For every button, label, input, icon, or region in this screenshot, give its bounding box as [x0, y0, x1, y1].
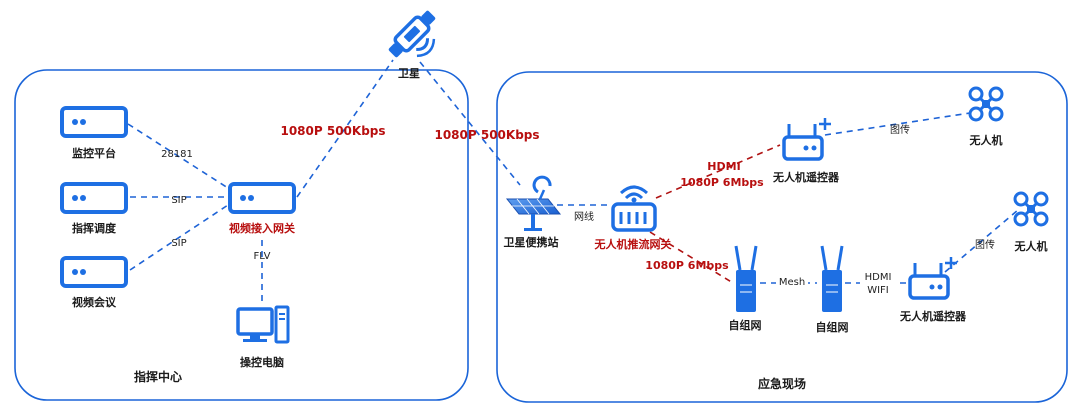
solar-panel-icon: [505, 175, 562, 231]
video-conference-node[interactable]: 视频会议: [60, 256, 128, 309]
video-link-top-label: 图传: [890, 124, 910, 136]
mesh-a-node[interactable]: 自组网: [729, 245, 762, 332]
uav-top-label: 无人机: [969, 133, 1003, 147]
dispatch-proto-label: SIP: [171, 195, 186, 206]
hdmi-bottom-label: HDMI: [865, 272, 892, 283]
drone-icon: [968, 86, 1004, 122]
hdmi-top-label: HDMI: [707, 160, 740, 173]
link-satellite-station: [419, 61, 521, 186]
satellite-station-node[interactable]: 卫星便携站: [504, 175, 562, 249]
link-conference-gateway: [129, 204, 229, 271]
hdmi-top-rate-label: 1080P 6Mbps: [680, 176, 764, 189]
command-center-title: 指挥中心: [134, 369, 182, 384]
server-icon: [60, 106, 128, 138]
satellite-station-label: 卫星便携站: [504, 235, 559, 249]
drone-icon: [1013, 191, 1049, 227]
command-dispatch-label: 指挥调度: [72, 221, 117, 235]
remote-controller-icon: [782, 118, 831, 161]
link-remote-bottom-uav-bottom: [944, 209, 1019, 273]
command-dispatch-node[interactable]: 指挥调度: [60, 182, 128, 235]
video-link-bottom-label: 图传: [975, 239, 995, 251]
video-conference-label: 视频会议: [72, 295, 117, 309]
video-gateway-label: 视频接入网关: [229, 221, 295, 235]
sat-right-rate-label: 1080P 500Kbps: [434, 128, 539, 142]
monitoring-platform-label: 监控平台: [72, 146, 116, 160]
sat-left-rate-label: 1080P 500Kbps: [280, 124, 385, 138]
monitoring-platform-node[interactable]: 监控平台: [60, 106, 128, 160]
video-gateway-node[interactable]: 视频接入网关: [228, 182, 296, 235]
desktop-computer-icon: [236, 305, 290, 344]
link-gateway-remote-top: [655, 144, 781, 199]
uav-remote-top-label: 无人机遥控器: [772, 170, 840, 184]
monitor-port-label: 28181: [161, 149, 193, 160]
wifi-bottom-label: WIFI: [867, 285, 889, 296]
command-center-frame: [14, 69, 469, 401]
uav-remote-bottom-node[interactable]: 无人机遥控器: [899, 257, 967, 323]
uav-bottom-node[interactable]: 无人机: [1013, 191, 1049, 253]
uav-stream-gateway-label: 无人机推流网关: [594, 237, 672, 251]
uav-top-node[interactable]: 无人机: [968, 86, 1004, 147]
link-gateway-mesh-a: [649, 231, 734, 284]
link-remote-top-uav-top: [824, 112, 971, 136]
satellite-icon: [388, 10, 436, 58]
mesh-link-label: Mesh: [779, 277, 805, 288]
satellite-node[interactable]: 卫星: [386, 8, 449, 80]
server-icon: [60, 182, 128, 214]
link-monitor-gateway: [127, 123, 229, 189]
link-gateway-satellite: [296, 59, 394, 198]
emergency-site-frame: [496, 71, 1068, 403]
server-icon: [60, 256, 128, 288]
conference-proto-label: SIP: [171, 238, 186, 249]
mesh-b-label: 自组网: [816, 320, 849, 334]
uav-remote-bottom-label: 无人机遥控器: [899, 309, 967, 323]
control-pc-node[interactable]: 操控电脑: [236, 305, 290, 369]
mesh-radio-icon: [734, 245, 758, 312]
pc-proto-label: FLV: [253, 251, 270, 262]
mesh-b-node[interactable]: 自组网: [816, 245, 849, 334]
station-cable-label: 网线: [574, 210, 594, 223]
uav-stream-gateway-node[interactable]: 无人机推流网关: [594, 185, 672, 251]
mesh-radio-icon: [820, 245, 844, 312]
remote-controller-icon: [908, 257, 957, 300]
server-icon: [228, 182, 296, 214]
mesh-a-label: 自组网: [729, 318, 762, 332]
control-pc-label: 操控电脑: [240, 355, 284, 369]
emergency-site-title: 应急现场: [758, 376, 806, 391]
wifi-router-icon: [611, 185, 657, 232]
mesh-rate-label: 1080P 6Mbps: [645, 259, 729, 272]
uav-bottom-label: 无人机: [1014, 239, 1048, 253]
uav-remote-top-node[interactable]: 无人机遥控器: [772, 118, 840, 184]
satellite-label: 卫星: [398, 67, 420, 80]
